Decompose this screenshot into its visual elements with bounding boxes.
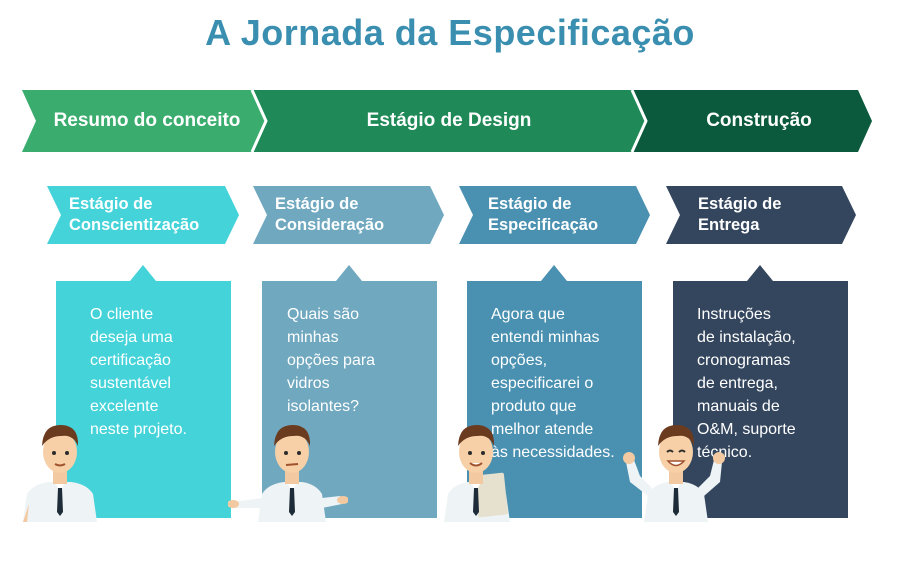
stage-arrow-consideration <box>253 186 444 244</box>
stage-consideration-label: Estágio de Consideração <box>275 195 385 234</box>
businessman-celebrating-illustration <box>623 424 725 522</box>
card-notch <box>336 265 362 281</box>
stage-delivery: Estágio de Entrega <box>676 186 856 244</box>
stage-awareness-label: Estágio de Conscientização <box>69 195 200 234</box>
stage-consideration: Estágio de Consideração <box>253 186 444 244</box>
businessman-standing-illustration <box>23 424 97 522</box>
stage-arrows <box>47 186 856 244</box>
card-notch <box>747 265 773 281</box>
stage-arrow-delivery <box>666 186 856 244</box>
stage-arrow-awareness <box>47 186 239 244</box>
businessman-shrugging-illustration <box>228 424 348 522</box>
card-specification-text: Agora que entendi minhas opções, especif… <box>491 306 615 461</box>
stage-delivery-label: Estágio de Entrega <box>698 195 782 234</box>
card-consideration-text: Quais são minhas opções para vidros isol… <box>287 306 376 415</box>
card-notch <box>130 265 156 281</box>
stage-specification: Estágio de Especificação <box>466 186 650 244</box>
phase-arrow-construction <box>632 90 872 152</box>
card-awareness: O cliente deseja uma certificação susten… <box>56 265 231 518</box>
phase-design: Estágio de Design <box>266 90 632 152</box>
phase-concept-label: Resumo do conceito <box>53 110 241 131</box>
businessman-with-document-illustration <box>444 424 510 522</box>
phase-construction-label: Construção <box>706 110 812 131</box>
phase-arrow-design <box>252 90 646 152</box>
phase-arrow-concept <box>22 90 266 152</box>
card-notch <box>541 265 567 281</box>
page-title: A Jornada da Especificação <box>205 12 695 53</box>
phase-construction: Construção <box>646 90 872 152</box>
stage-specification-label: Estágio de Especificação <box>488 195 599 234</box>
phase-design-label: Estágio de Design <box>366 110 532 131</box>
card-delivery-text: Instruções de instalação, cronogramas de… <box>697 306 796 461</box>
stage-awareness: Estágio de Conscientização <box>47 186 239 244</box>
stage-arrow-specification <box>459 186 650 244</box>
card-delivery: Instruções de instalação, cronogramas de… <box>673 265 848 518</box>
card-awareness-text: O cliente deseja uma certificação susten… <box>90 306 187 438</box>
phase-arrows <box>22 89 872 153</box>
phase-concept: Resumo do conceito <box>36 90 258 152</box>
